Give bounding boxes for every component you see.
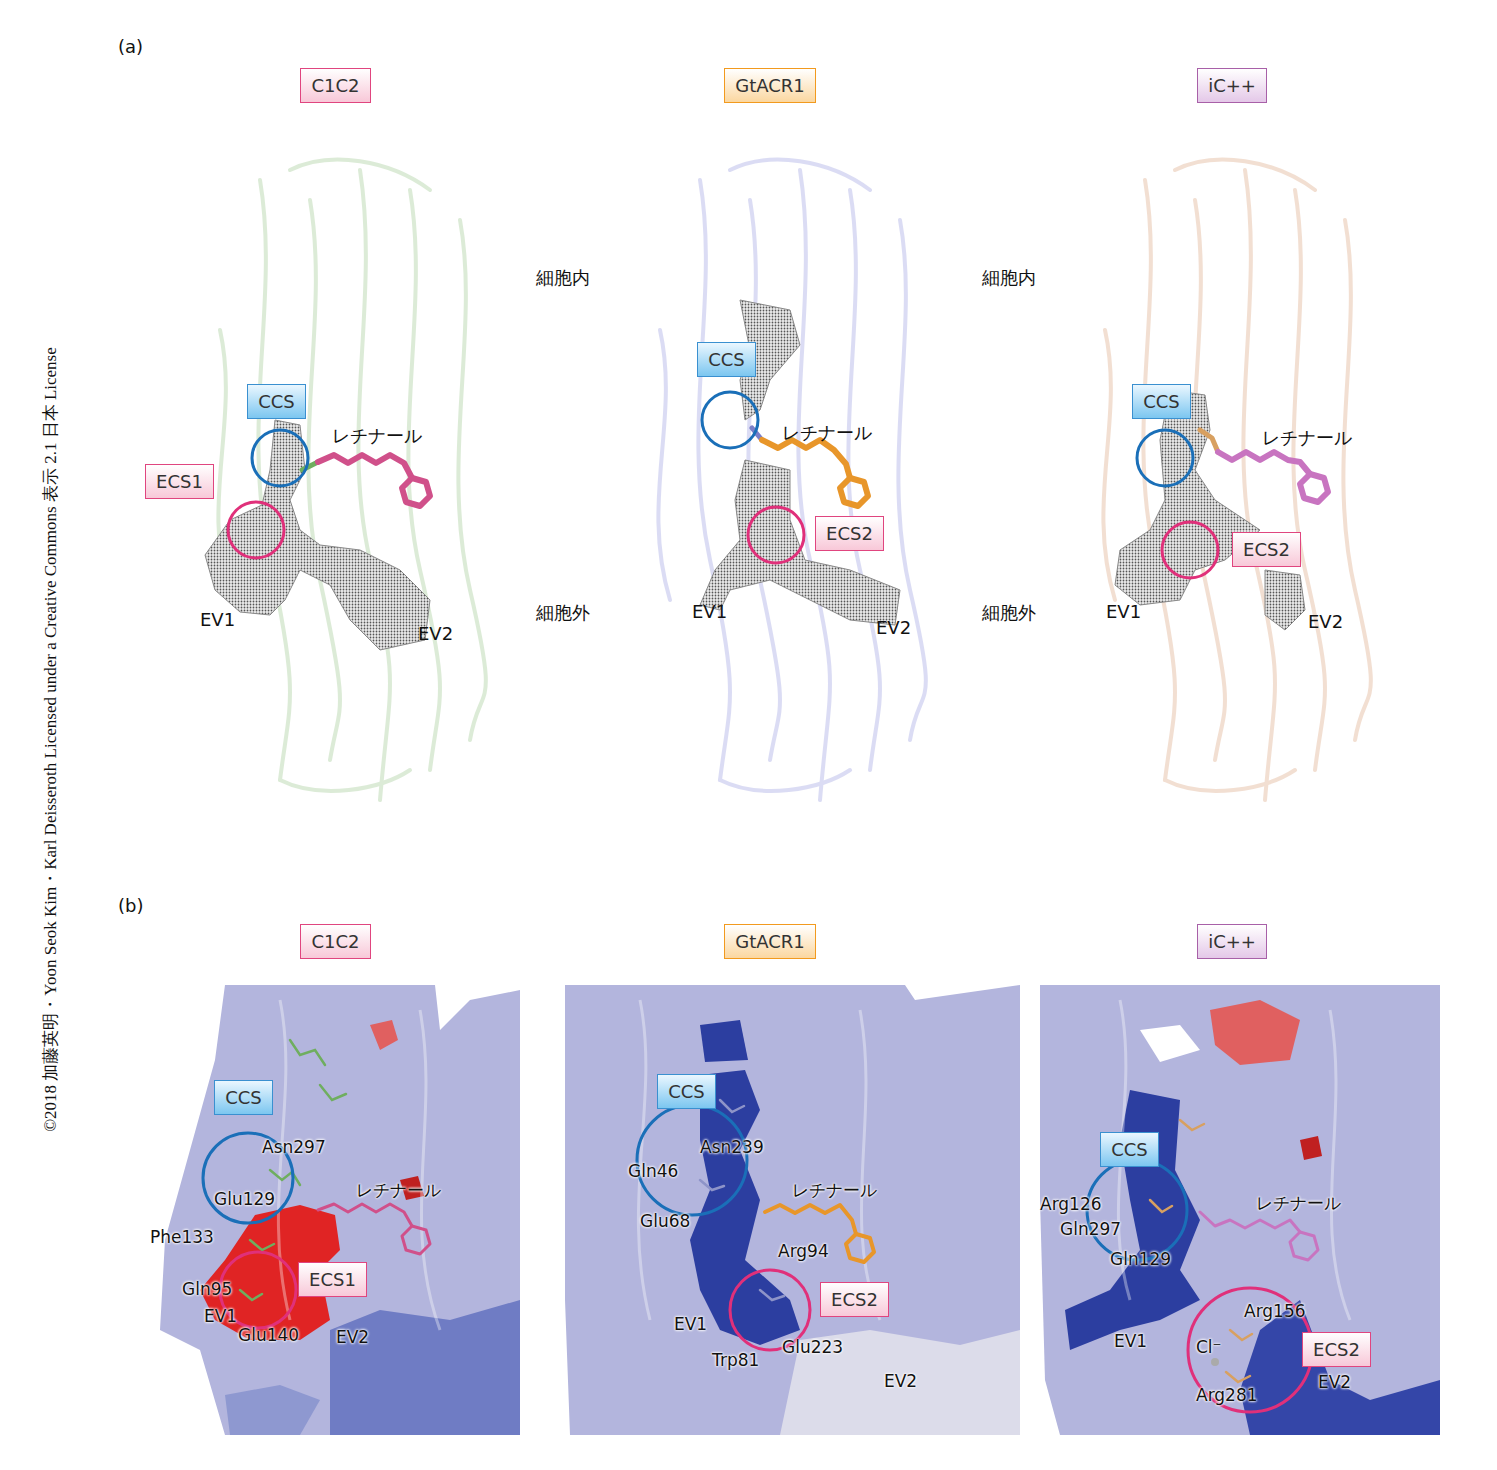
annotation-label: EV1	[200, 609, 235, 630]
tag-text: GtACR1	[735, 75, 805, 96]
name-tag: ECS2	[815, 516, 884, 551]
annotation-label: EV1	[1114, 1331, 1147, 1351]
tag-text: CCS	[1111, 1139, 1148, 1160]
annotation-label: Phe133	[150, 1227, 214, 1247]
copyright-note: ©2018 加藤英明・Yoon Seok Kim・Karl Deisseroth…	[39, 240, 62, 1240]
tag-text: GtACR1	[735, 931, 805, 952]
annotation-label: レチナール	[356, 1179, 441, 1202]
site-circle	[228, 392, 1218, 578]
annotation-label: レチナール	[782, 421, 872, 445]
tag-text: ECS1	[156, 471, 203, 492]
tag-text: CCS	[708, 349, 745, 370]
name-tag: iC++	[1197, 924, 1267, 959]
name-tag: ECS2	[820, 1282, 889, 1317]
annotation-label: レチナール	[1256, 1192, 1341, 1215]
annotation-label: EV2	[876, 617, 911, 638]
annotation-label: EV1	[1106, 601, 1141, 622]
tag-text: ECS2	[1313, 1339, 1360, 1360]
name-tag: ECS2	[1232, 532, 1301, 567]
annotation-label: Arg126	[1040, 1194, 1102, 1214]
annotation-label: EV2	[884, 1371, 917, 1391]
annotation-label: EV1	[692, 601, 727, 622]
annotation-label: Cl⁻	[1196, 1337, 1222, 1357]
tag-text: iC++	[1208, 75, 1256, 96]
tag-text: CCS	[668, 1081, 705, 1102]
annotation-label: Gln297	[1060, 1219, 1121, 1239]
annotation-label: EV1	[204, 1306, 237, 1326]
annotation-label: 細胞内	[982, 266, 1036, 290]
annotation-label: レチナール	[792, 1179, 877, 1202]
residue-stick	[240, 1040, 1252, 1382]
site-tag: CCS	[697, 342, 756, 377]
annotation-label: レチナール	[1262, 426, 1352, 450]
annotation-label: Glu223	[782, 1337, 843, 1357]
name-tag: GtACR1	[724, 924, 816, 959]
site-tag: CCS	[1132, 384, 1191, 419]
name-tag: ECS1	[145, 464, 214, 499]
tag-text: ECS2	[826, 523, 873, 544]
tag-text: ECS2	[831, 1289, 878, 1310]
helix-ribbon	[658, 160, 925, 800]
name-tag: C1C2	[300, 924, 371, 959]
tag-text: C1C2	[311, 75, 359, 96]
tag-text: iC++	[1208, 931, 1256, 952]
panel-letter: (b)	[118, 895, 143, 916]
annotation-label: EV2	[418, 623, 453, 644]
cavity	[700, 460, 900, 625]
annotation-label: Glu129	[214, 1189, 275, 1209]
name-tag: ECS2	[1302, 1332, 1371, 1367]
annotation-label: レチナール	[332, 424, 422, 448]
annotation-label: Gln129	[1110, 1249, 1171, 1269]
annotation-label: Glu68	[640, 1211, 690, 1231]
annotation-label: Arg156	[1244, 1301, 1306, 1321]
annotation-label: Trp81	[712, 1350, 759, 1370]
tag-text: CCS	[258, 391, 295, 412]
annotation-label: Gln95	[182, 1279, 232, 1299]
site-circle	[203, 1105, 1312, 1412]
annotation-label: 細胞外	[982, 601, 1036, 625]
name-tag: iC++	[1197, 68, 1267, 103]
cavity	[205, 420, 430, 650]
site-tag: CCS	[247, 384, 306, 419]
annotation-label: Gln46	[628, 1161, 678, 1181]
site-tag: CCS	[214, 1080, 273, 1115]
name-tag: ECS1	[298, 1262, 367, 1297]
annotation-label: Asn239	[700, 1137, 764, 1157]
name-tag: GtACR1	[724, 68, 816, 103]
annotation-label: EV1	[674, 1314, 707, 1334]
cavity	[1265, 570, 1305, 630]
tag-text: ECS2	[1243, 539, 1290, 560]
name-tag: C1C2	[300, 68, 371, 103]
annotation-label: EV2	[336, 1327, 369, 1347]
panel-letter: (a)	[118, 36, 143, 57]
annotation-label: Asn297	[262, 1137, 326, 1157]
tag-text: ECS1	[309, 1269, 356, 1290]
tag-text: C1C2	[311, 931, 359, 952]
tag-text: CCS	[225, 1087, 262, 1108]
annotation-label: EV2	[1318, 1372, 1351, 1392]
annotation-label: Arg281	[1196, 1385, 1258, 1405]
tag-text: CCS	[1143, 391, 1180, 412]
site-tag: CCS	[657, 1074, 716, 1109]
annotation-label: EV2	[1308, 611, 1343, 632]
annotation-label: Glu140	[238, 1325, 299, 1345]
annotation-label: 細胞内	[536, 266, 590, 290]
helix-ribbon	[218, 160, 485, 800]
site-tag: CCS	[1100, 1132, 1159, 1167]
helix-ribbon	[278, 1000, 1350, 1330]
cavity	[1115, 390, 1260, 605]
chloride-ion	[1211, 1358, 1219, 1366]
annotation-label: Arg94	[778, 1241, 829, 1261]
protein-surface	[160, 985, 1440, 1435]
helix-ribbon	[1103, 160, 1370, 800]
annotation-label: 細胞外	[536, 601, 590, 625]
